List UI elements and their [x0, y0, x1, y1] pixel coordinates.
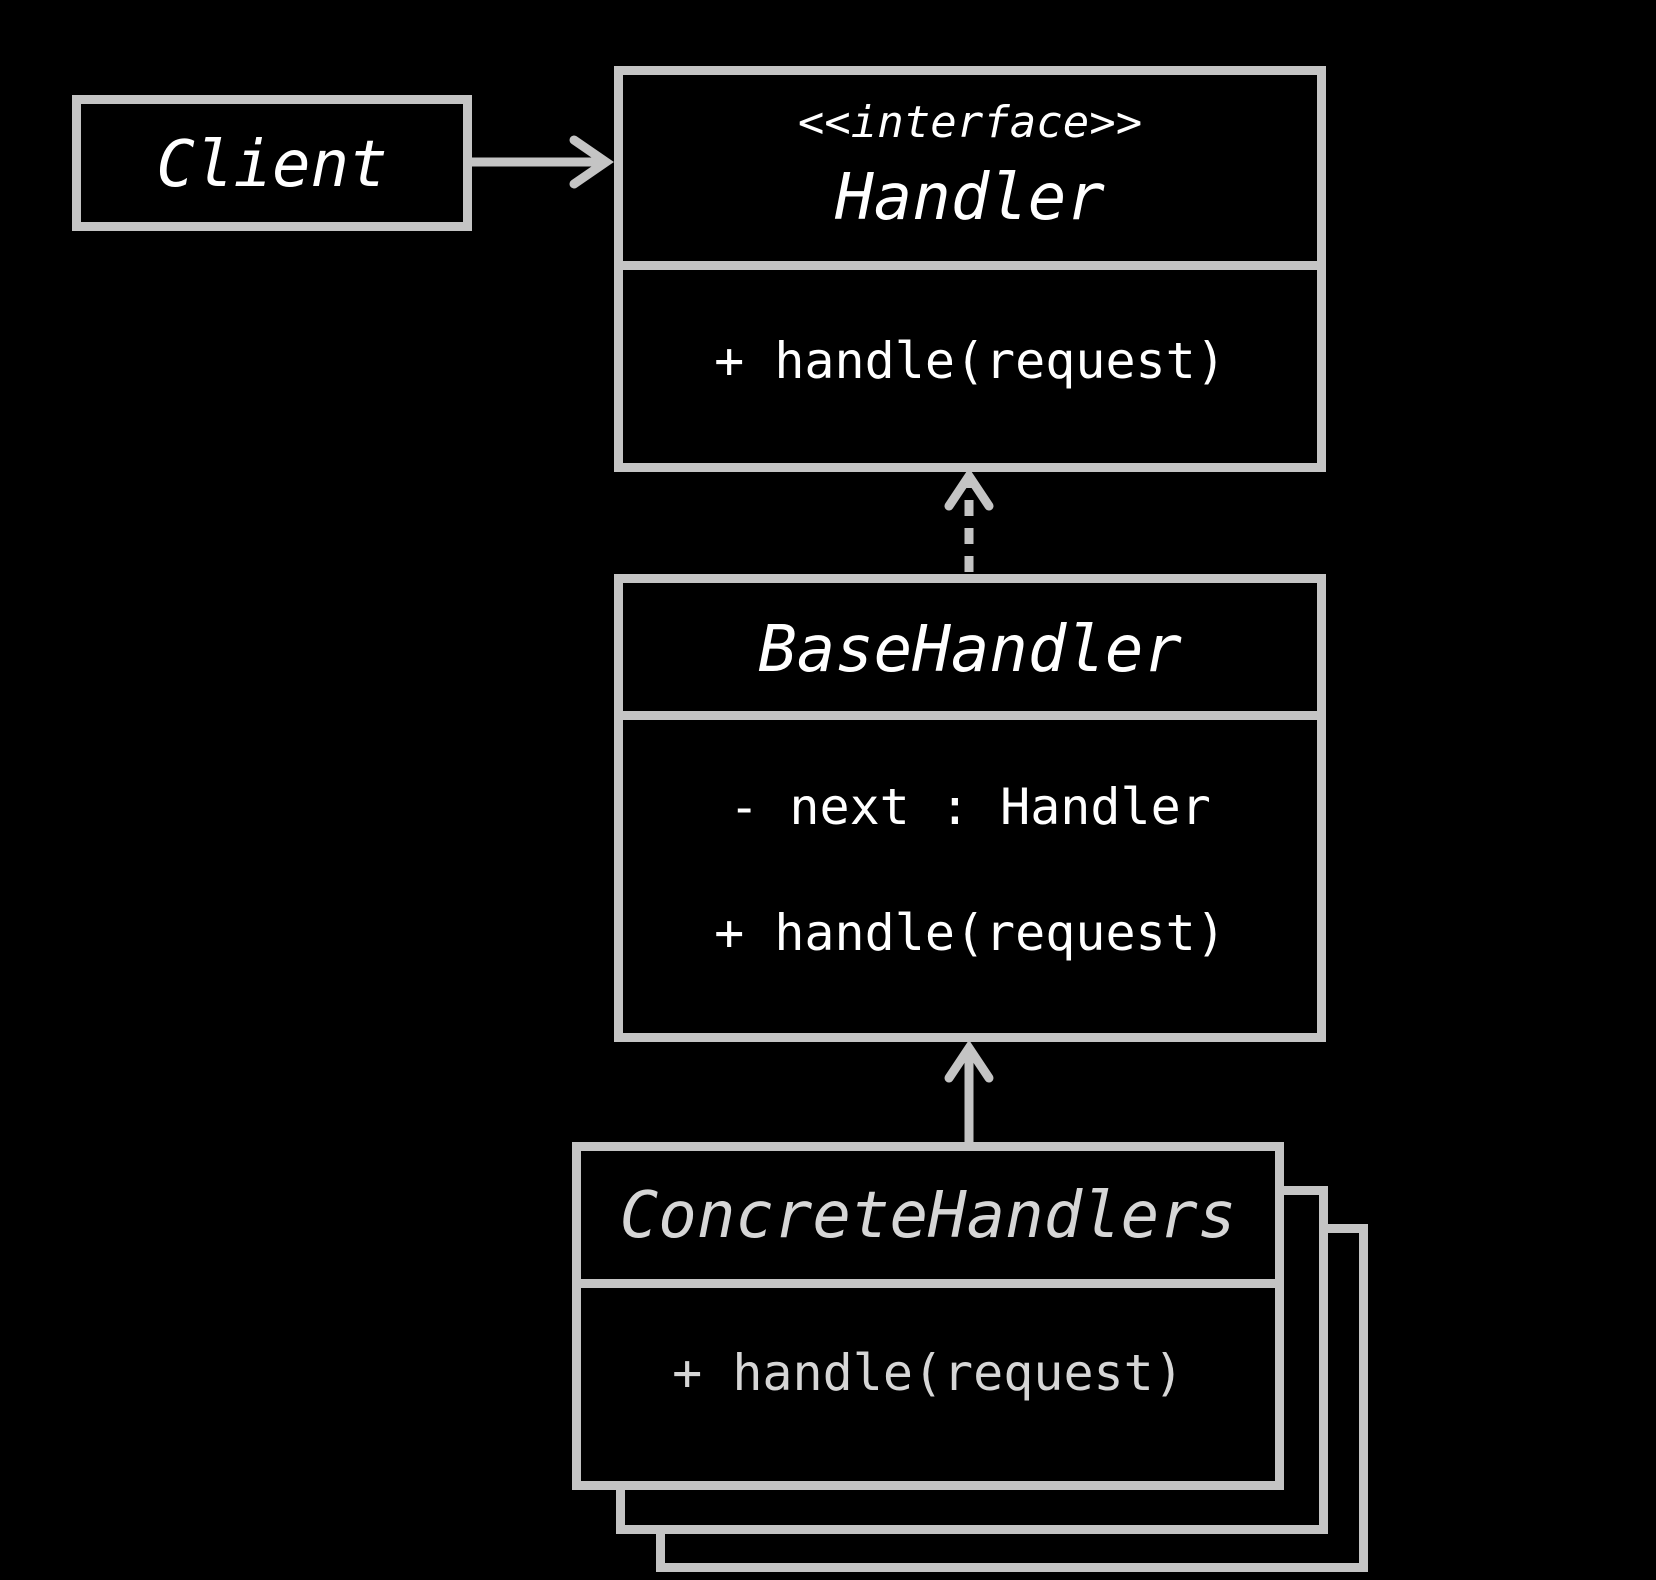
basehandler-class-box: BaseHandler - next : Handler + handle(re…	[614, 574, 1326, 1042]
basehandler-method-handle: + handle(request)	[714, 904, 1226, 962]
client-class-box: Client	[72, 95, 472, 231]
handler-members-compartment: + handle(request)	[623, 270, 1317, 463]
concrete-handlers-class-box: ConcreteHandlers + handle(request)	[572, 1142, 1284, 1490]
concrete-basehandler-arrowhead	[944, 1039, 994, 1083]
basehandler-field-next: - next : Handler	[729, 778, 1211, 836]
client-handler-arrowhead	[569, 135, 614, 189]
concrete-handlers-class-name: ConcreteHandlers	[619, 1179, 1237, 1253]
handler-divider	[623, 261, 1317, 270]
handler-header-compartment: <<interface>> Handler	[623, 75, 1317, 261]
concrete-divider	[581, 1279, 1275, 1288]
concrete-header-compartment: ConcreteHandlers	[581, 1151, 1275, 1279]
handler-method-handle: + handle(request)	[714, 332, 1226, 390]
concrete-members-compartment: + handle(request)	[581, 1288, 1275, 1481]
handler-stereotype: <<interface>>	[797, 97, 1143, 148]
handler-class-name: Handler	[835, 161, 1105, 235]
basehandler-members-compartment: - next : Handler + handle(request)	[623, 720, 1317, 1033]
concrete-method-handle: + handle(request)	[672, 1344, 1184, 1402]
handler-interface-box: <<interface>> Handler + handle(request)	[614, 66, 1326, 472]
basehandler-divider	[623, 711, 1317, 720]
basehandler-handler-arrowhead	[944, 467, 994, 511]
basehandler-header-compartment: BaseHandler	[623, 583, 1317, 711]
basehandler-class-name: BaseHandler	[758, 613, 1182, 687]
client-class-name: Client	[156, 128, 388, 202]
